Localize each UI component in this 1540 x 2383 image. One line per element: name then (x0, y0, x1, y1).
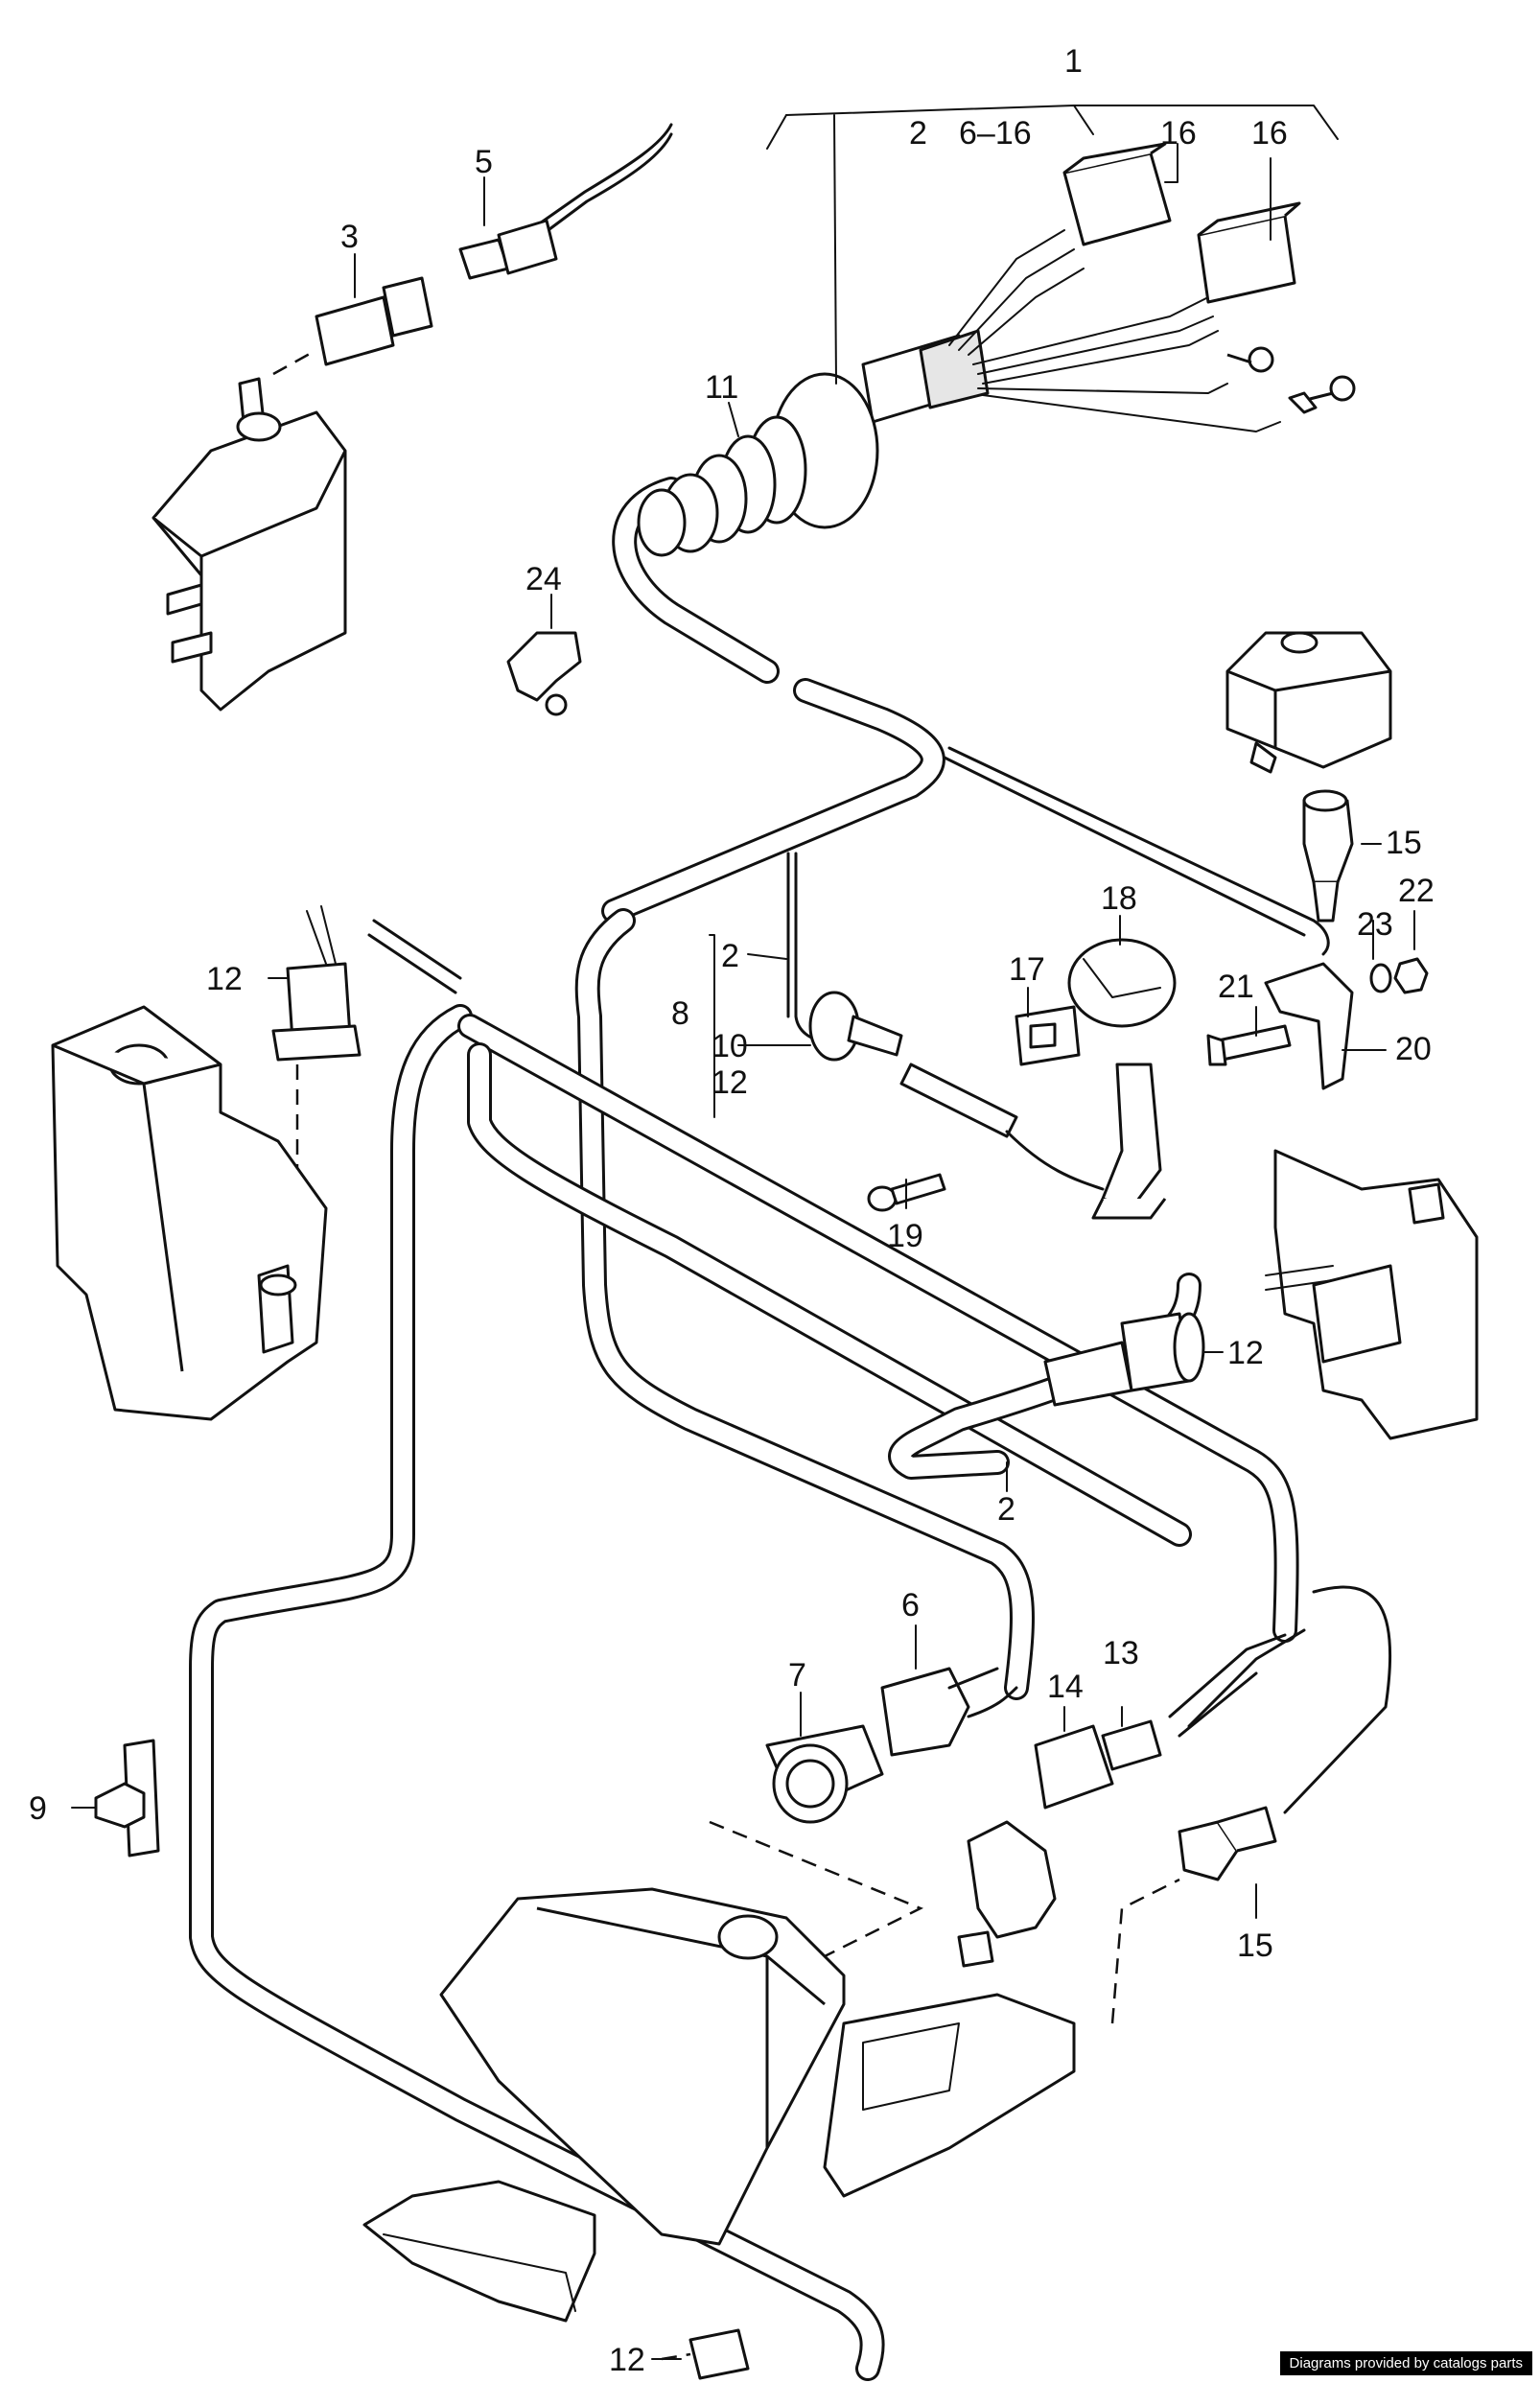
label-5: 5 (475, 144, 493, 180)
fasteners-22-23 (1369, 957, 1429, 994)
label-19: 19 (887, 1218, 923, 1254)
bulb-holder-15b (1178, 1806, 1277, 1881)
label-12-bottom: 12 (609, 2342, 645, 2378)
cap-18 (1067, 938, 1177, 1028)
label-15b: 15 (1237, 1927, 1273, 1964)
grommet-11 (637, 372, 879, 557)
label-22: 22 (1398, 873, 1435, 909)
label-21: 21 (1218, 969, 1254, 1005)
label-16a: 16 (1160, 115, 1197, 152)
washer-fluid-tank (51, 1005, 328, 1421)
connector-13-14 (1034, 1719, 1162, 1810)
label-15a: 15 (1386, 825, 1422, 861)
control-unit-right (1225, 631, 1392, 774)
bulb-socket (957, 1820, 1057, 1968)
coolant-reservoir (152, 377, 347, 712)
connector-12a (271, 905, 362, 1237)
label-12-mid: 12 (712, 1064, 748, 1101)
label-11: 11 (705, 369, 738, 406)
connector-3-5 (272, 219, 558, 376)
wiring-harness-hoses (189, 477, 1299, 2381)
label-18: 18 (1101, 880, 1137, 917)
label-10: 10 (712, 1028, 748, 1064)
label-6-16: 6–16 (959, 115, 1032, 152)
headlamp-bracket-right (1265, 1149, 1479, 1440)
label-1: 1 (1064, 43, 1083, 80)
label-20: 20 (1395, 1031, 1432, 1067)
label-17: 17 (1009, 951, 1045, 988)
connector-12b (1043, 1312, 1205, 1407)
bracket-20 (1206, 962, 1354, 1090)
clip-24 (506, 631, 582, 716)
label-13: 13 (1103, 1635, 1139, 1671)
label-2-top: 2 (909, 115, 927, 152)
label-24: 24 (525, 561, 562, 597)
connector-6-7 (765, 1667, 999, 1824)
side-marker-lamp (823, 1878, 1180, 2198)
label-2-mid: 2 (721, 938, 739, 974)
headlamp (439, 1820, 924, 2246)
label-2-low: 2 (997, 1491, 1015, 1528)
callout-labels: 1 2 6–16 16 16 3 5 11 24 15 22 23 21 20 … (29, 43, 1435, 2378)
label-6: 6 (901, 1587, 920, 1624)
label-12-left: 12 (206, 961, 243, 997)
label-3: 3 (340, 219, 359, 255)
sensor-8-10 (808, 991, 1167, 1220)
fog-lamp (362, 2180, 750, 2380)
screw-19 (867, 1173, 946, 1212)
clip-17 (1015, 1005, 1081, 1066)
label-14: 14 (1047, 1669, 1084, 1705)
label-7: 7 (788, 1657, 806, 1694)
label-12-right: 12 (1227, 1335, 1264, 1371)
harness-assembly (861, 142, 1356, 432)
leader-lines (71, 105, 1415, 2360)
label-8: 8 (671, 995, 689, 1032)
label-9: 9 (29, 1790, 47, 1827)
thin-wires (367, 123, 1392, 1814)
label-16b: 16 (1251, 115, 1288, 152)
label-23: 23 (1357, 906, 1393, 943)
bulb-holder-15a (1302, 789, 1354, 923)
credit-banner: Diagrams provided by catalogs parts (1279, 2351, 1532, 2375)
plug-9 (94, 1739, 160, 1857)
